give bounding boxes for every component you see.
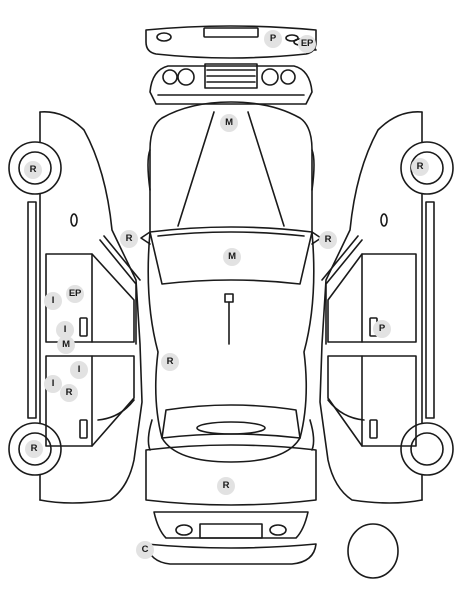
marker-right-front-wheel-r[interactable]: R xyxy=(411,158,429,176)
marker-left-rear-door-i[interactable]: I xyxy=(44,375,62,393)
spare-wheel[interactable] xyxy=(347,523,399,579)
marker-right-mirror-r[interactable]: R xyxy=(319,231,337,249)
marker-trunk-r[interactable]: R xyxy=(217,477,235,495)
marker-left-front-door-ep[interactable]: EP xyxy=(66,285,84,303)
marker-left-front-door-m[interactable]: M xyxy=(57,336,75,354)
marker-left-rear-wheel-r[interactable]: R xyxy=(25,440,43,458)
right-side-view xyxy=(319,111,454,504)
car-body-top-view xyxy=(140,101,322,506)
marker-left-front-wheel-r[interactable]: R xyxy=(24,161,42,179)
marker-front-bumper-p[interactable]: P xyxy=(264,30,282,48)
marker-windshield-m[interactable]: M xyxy=(223,248,241,266)
marker-left-mirror-r[interactable]: R xyxy=(120,230,138,248)
front-bumper[interactable] xyxy=(145,25,317,59)
marker-left-front-door-i-2[interactable]: I xyxy=(56,321,74,339)
marker-right-front-door-p[interactable]: P xyxy=(373,320,391,338)
marker-rear-bumper-c[interactable]: C xyxy=(136,541,154,559)
marker-front-bumper-ep[interactable]: EP xyxy=(298,35,316,53)
marker-roof-r[interactable]: R xyxy=(161,353,179,371)
marker-left-rear-door-r[interactable]: R xyxy=(60,384,78,402)
front-grille[interactable] xyxy=(149,63,313,105)
rear-bumper[interactable] xyxy=(145,511,317,565)
marker-left-front-door-i[interactable]: I xyxy=(44,292,62,310)
marker-left-rear-door-i-2[interactable]: I xyxy=(70,361,88,379)
marker-hood-m[interactable]: M xyxy=(220,114,238,132)
